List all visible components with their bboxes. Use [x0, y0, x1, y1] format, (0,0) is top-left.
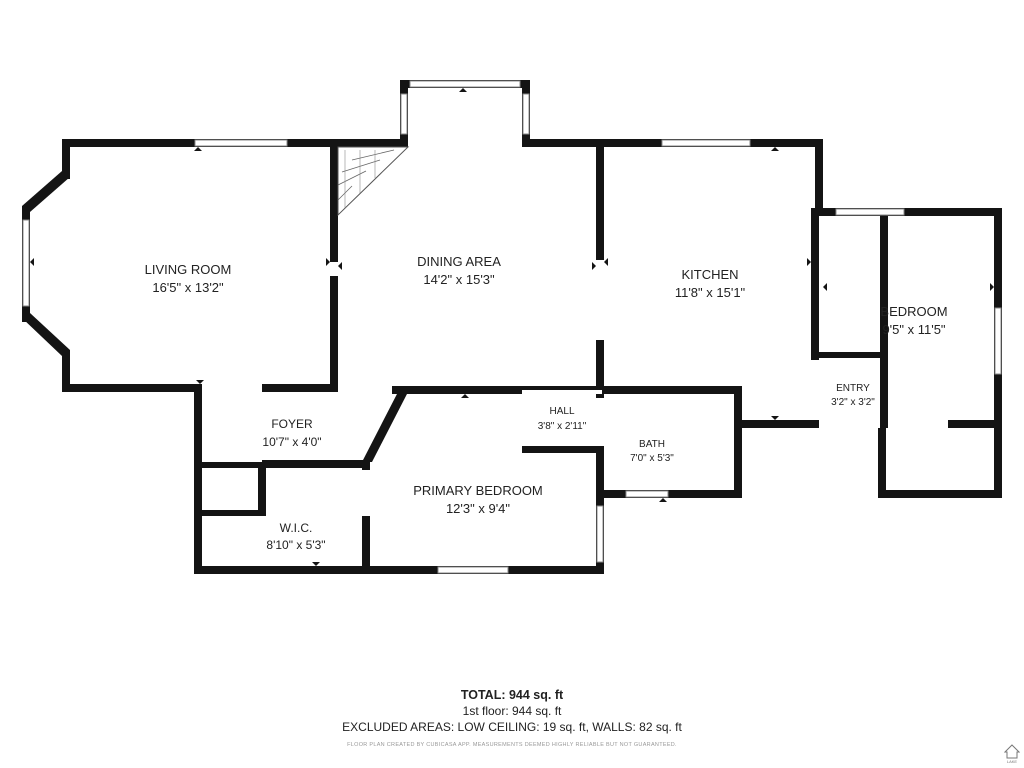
disclaimer-text: FLOOR PLAN CREATED BY CUBICASA APP. MEAS…: [347, 742, 677, 748]
room-labels: LIVING ROOM 16'5" x 13'2" DINING AREA 14…: [145, 254, 948, 552]
room-dimensions: 10'7" x 4'0": [262, 435, 321, 449]
room-living-room: LIVING ROOM 16'5" x 13'2": [145, 262, 232, 295]
room-dimensions: 7'0" x 5'3": [630, 453, 674, 464]
room-name: W.I.C.: [280, 521, 313, 535]
room-entry: ENTRY 3'2" x 3'2": [831, 383, 875, 408]
room-name: FOYER: [271, 417, 313, 431]
room-primary-bedroom: PRIMARY BEDROOM 12'3" x 9'4": [413, 483, 543, 516]
room-name: KITCHEN: [681, 267, 738, 282]
room-name: LIVING ROOM: [145, 262, 232, 277]
room-dimensions: 9'5" x 11'5": [882, 322, 945, 337]
room-dimensions: 8'10" x 5'3": [266, 538, 325, 552]
total-area: TOTAL: 944 sq. ft: [460, 688, 564, 702]
room-bath: BATH 7'0" x 5'3": [630, 439, 674, 464]
excluded-areas: EXCLUDED AREAS: LOW CEILING: 19 sq. ft, …: [342, 720, 682, 734]
room-dimensions: 3'8" x 2'11": [538, 421, 587, 432]
room-dining-area: DINING AREA 14'2" x 15'3": [417, 254, 501, 287]
room-name: PRIMARY BEDROOM: [413, 483, 543, 498]
room-name: BEDROOM: [880, 304, 947, 319]
room-name: HALL: [549, 406, 574, 417]
room-dimensions: 3'2" x 3'2": [831, 397, 875, 408]
room-wic: W.I.C. 8'10" x 5'3": [266, 521, 325, 552]
logo-text: LAKE: [1007, 759, 1018, 764]
room-name: DINING AREA: [417, 254, 501, 269]
room-kitchen: KITCHEN 11'8" x 15'1": [675, 267, 746, 300]
room-dimensions: 14'2" x 15'3": [423, 272, 495, 287]
room-name: BATH: [639, 439, 665, 450]
dimension-ticks: [30, 88, 994, 566]
house-logo-icon: LAKE: [1004, 744, 1020, 764]
door-openings: [202, 260, 948, 516]
room-dimensions: 11'8" x 15'1": [675, 285, 746, 300]
first-floor-area: 1st floor: 944 sq. ft: [462, 704, 562, 718]
stairs: [337, 146, 410, 217]
room-dimensions: 16'5" x 13'2": [152, 280, 224, 295]
room-hall: HALL 3'8" x 2'11": [538, 406, 587, 432]
windows: [22, 80, 1002, 574]
room-foyer: FOYER 10'7" x 4'0": [262, 417, 321, 449]
room-bedroom: BEDROOM 9'5" x 11'5": [880, 304, 947, 337]
room-dimensions: 12'3" x 9'4": [446, 501, 510, 516]
room-name: ENTRY: [836, 383, 870, 394]
walls: [22, 80, 1002, 574]
